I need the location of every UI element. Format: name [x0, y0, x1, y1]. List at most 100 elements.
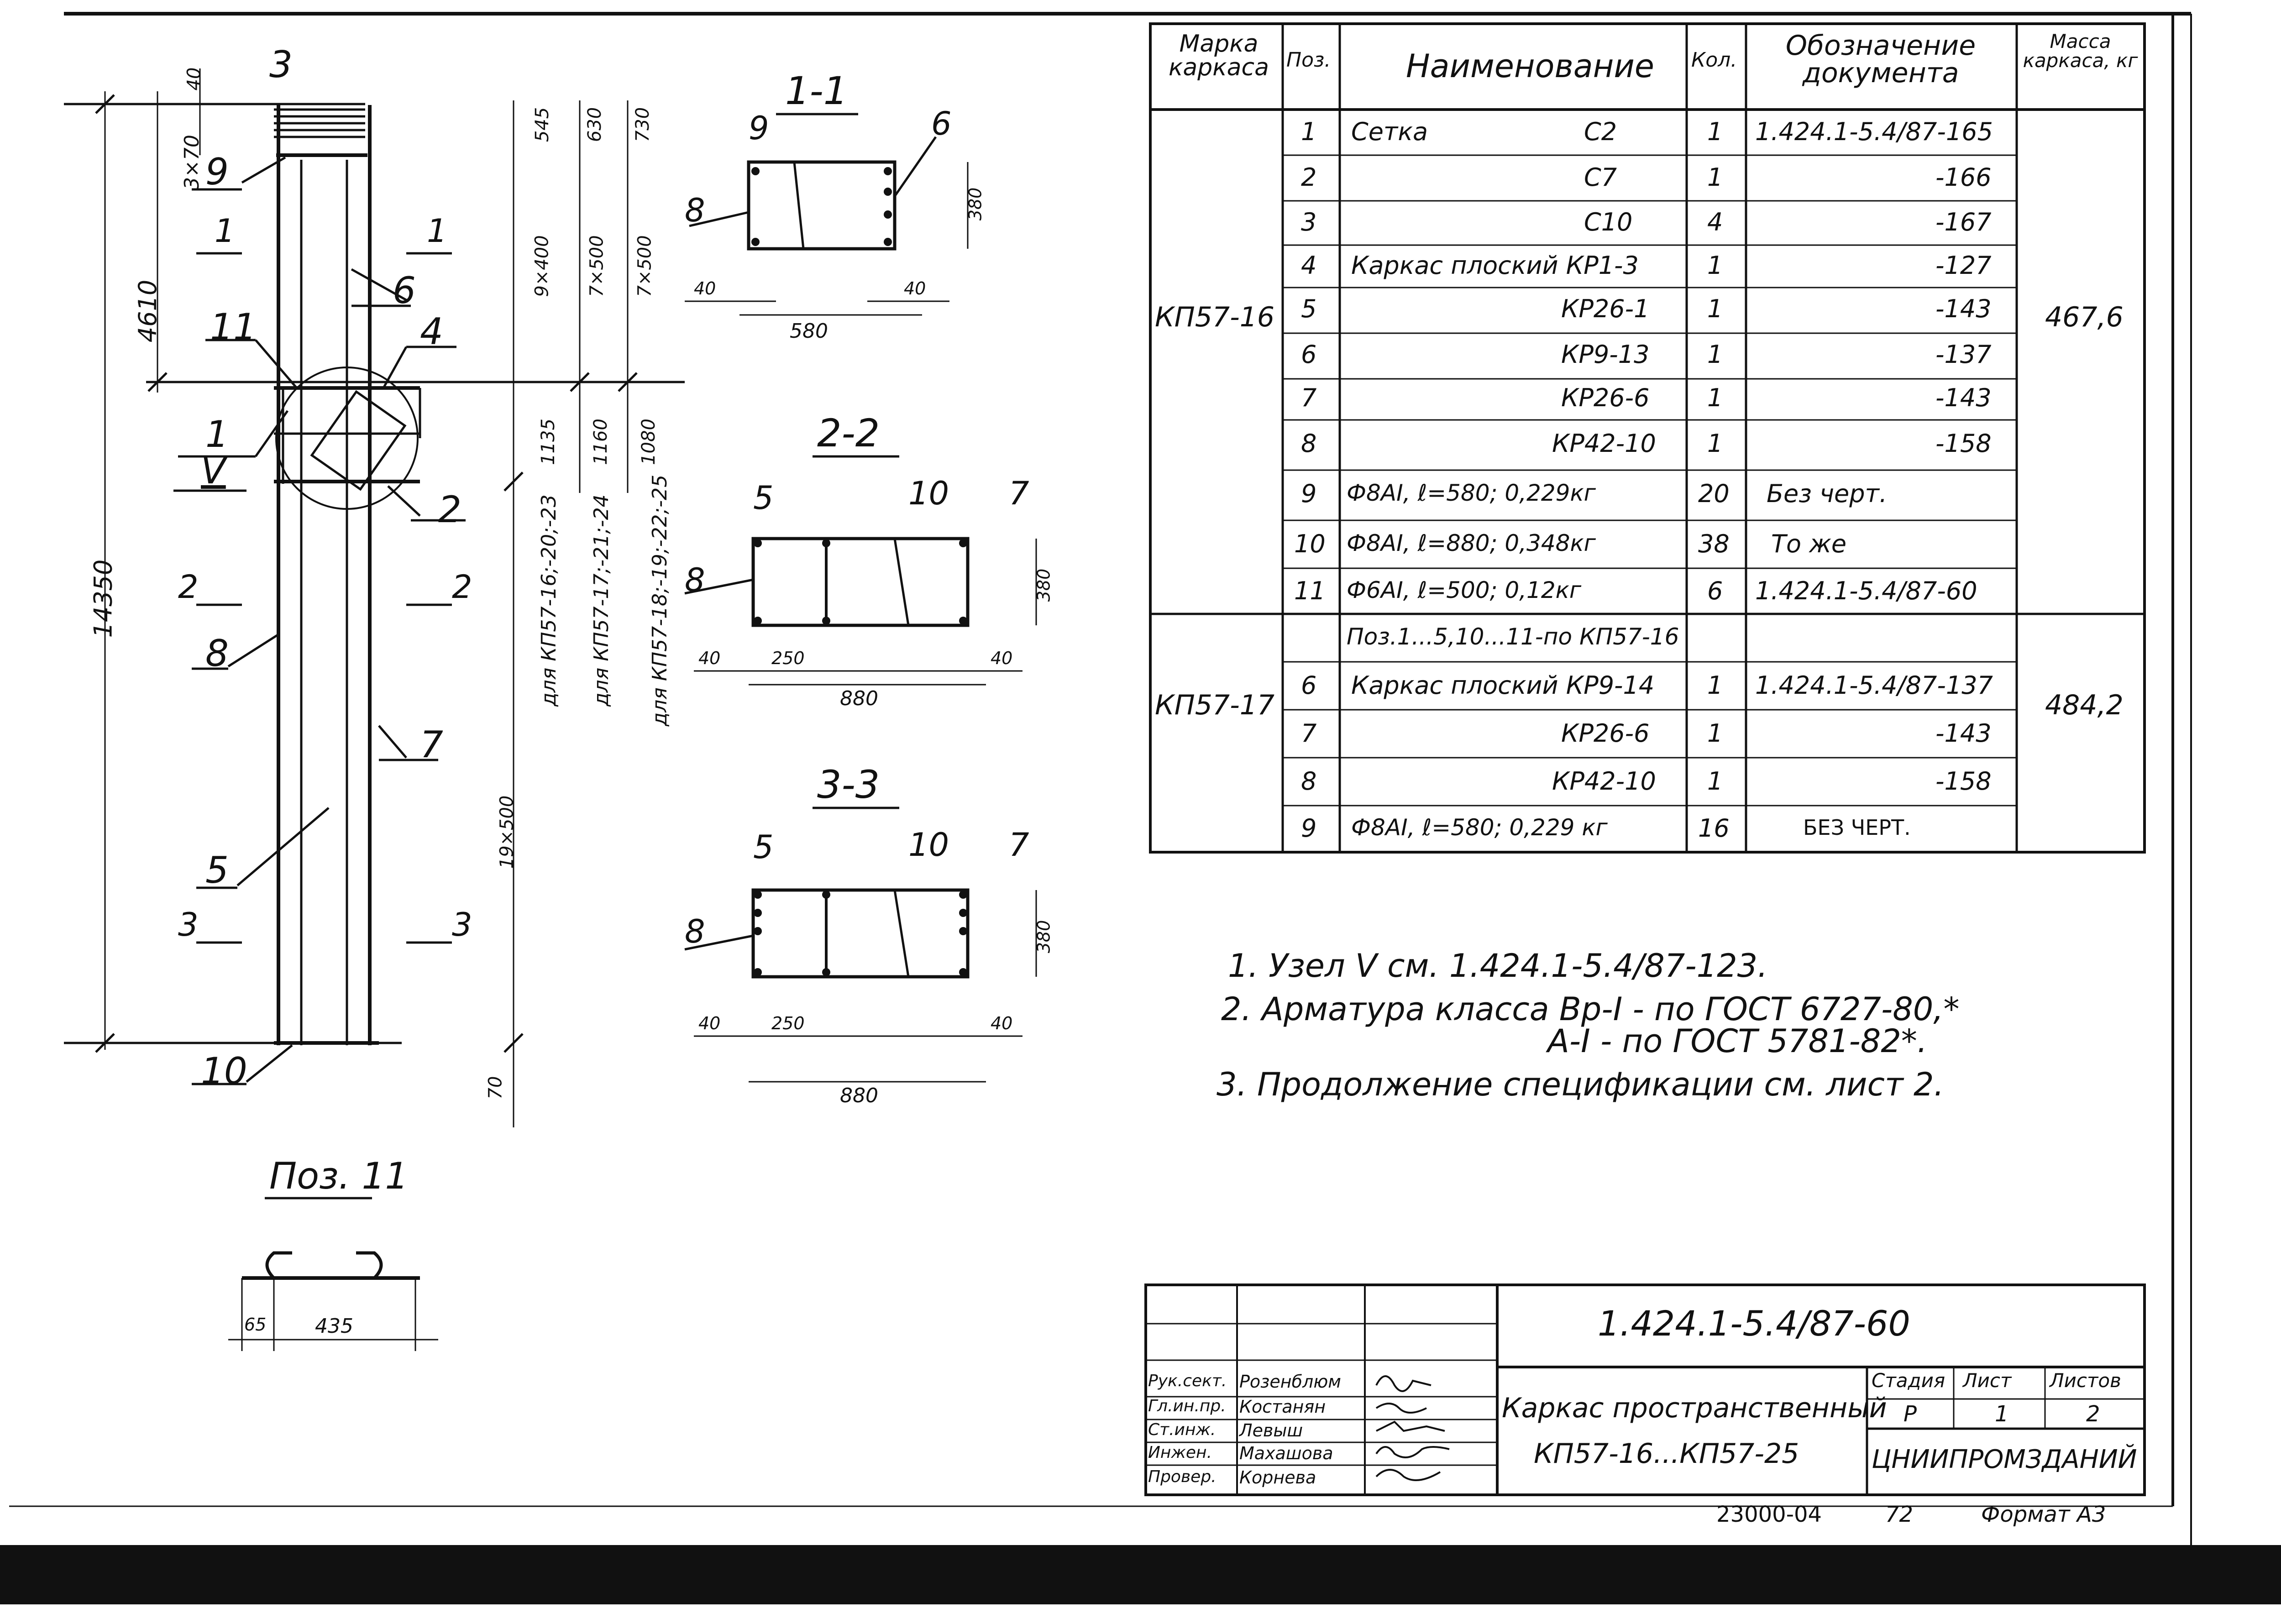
row-name: Ф8АI, ℓ=580; 0,229 кг	[1351, 814, 1608, 841]
section-2-2-label-8: 8	[685, 561, 705, 599]
row-sub: КР42-10	[1552, 429, 1656, 458]
label-pos-1: 1	[205, 413, 229, 456]
row-pos: 8	[1301, 767, 1317, 796]
row-name: Каркас плоский КР1-3	[1351, 251, 1639, 280]
row-sub: КР42-10	[1552, 767, 1656, 796]
row-name: Ф8АI, ℓ=580; 0,229кг	[1347, 480, 1596, 506]
dim-19x500: 19×500	[496, 795, 518, 869]
row-pos: 11	[1294, 576, 1326, 605]
section-2-2-dim-250: 250	[771, 648, 805, 668]
row-qty: 4	[1707, 208, 1723, 236]
row-sub: С7	[1584, 163, 1617, 192]
row-qty: 38	[1698, 529, 1730, 558]
section-2-2-dim-40-left: 40	[698, 648, 721, 668]
section-mark-1-right: 1	[427, 212, 447, 250]
row-doc: -158	[1935, 429, 1992, 458]
section-3-3-title: 3-3	[817, 762, 880, 807]
label-pos-3: 3	[269, 43, 293, 86]
row-pos: 9	[1301, 814, 1317, 843]
label-node-v: V	[201, 450, 226, 492]
staff-name: Корнева	[1239, 1467, 1316, 1488]
staff-role: Рук.сект.	[1148, 1372, 1227, 1390]
section-mark-2-right: 2	[452, 568, 472, 606]
group2-mass: 484,2	[2045, 689, 2124, 721]
row-pos: 6	[1301, 671, 1317, 700]
row-pos: 2	[1301, 163, 1317, 192]
label-pos-6: 6	[393, 269, 416, 312]
section-1-1-dim-380: 380	[965, 187, 986, 221]
section-3-3-dim-250: 250	[771, 1013, 805, 1033]
staff-role: Ст.инж.	[1148, 1420, 1216, 1439]
row-qty: 1	[1707, 767, 1723, 796]
row-doc: БЕЗ ЧЕРТ.	[1803, 815, 1911, 840]
header-qty: Кол.	[1691, 48, 1737, 72]
variant-label-2: для КП57-17;-21;-24	[589, 494, 613, 707]
sheet-label: Лист	[1963, 1369, 2012, 1392]
section-2-2-label-10: 10	[908, 475, 949, 512]
row-qty: 1	[1707, 719, 1723, 748]
section-2-2-dim-380: 380	[1033, 568, 1054, 602]
section-1-1-label-9: 9	[749, 110, 769, 147]
sheet-value: 1	[1995, 1401, 2009, 1427]
section-mark-3-left: 3	[178, 906, 199, 943]
document-title-line2: КП57-16...КП57-25	[1534, 1438, 1799, 1470]
section-3-3-dim-380: 380	[1033, 920, 1054, 953]
staff-role: Провер.	[1148, 1467, 1217, 1486]
row-sub: КР26-6	[1561, 719, 1650, 748]
row-sub: КР9-13	[1561, 340, 1650, 369]
row-qty: 1	[1707, 117, 1723, 146]
row-sub: С10	[1584, 208, 1633, 236]
section-1-1-label-8: 8	[685, 192, 705, 229]
row-sub: С2	[1584, 117, 1617, 146]
format-label: Формат А3	[1981, 1502, 2106, 1527]
section-mark-2-left: 2	[178, 568, 199, 606]
row-doc: -167	[1935, 208, 1992, 236]
variant-label-3: для КП57-18;-19;-22;-25	[648, 474, 672, 727]
section-2-2-dim-40-right: 40	[991, 648, 1013, 668]
dim-730: 730	[632, 107, 654, 142]
row-qty: 1	[1707, 383, 1723, 412]
stage-value: Р	[1903, 1401, 1917, 1427]
group1-mass: 467,6	[2045, 301, 2124, 333]
header-marka: Марка каркаса	[1168, 30, 1269, 81]
header-mass: Масса каркаса, кг	[2023, 30, 2138, 72]
organization-name: ЦНИИПРОМЗДАНИЙ	[1872, 1445, 2137, 1474]
row-pos: 7	[1301, 383, 1317, 412]
dim-14350: 14350	[89, 559, 118, 638]
row-doc: -166	[1935, 163, 1992, 192]
note-2: 2. Арматура класса Вр-I - по ГОСТ 6727-8…	[1221, 990, 1960, 1028]
section-1-1-dim-40-right: 40	[904, 278, 926, 299]
section-3-3-dim-40-left: 40	[698, 1013, 721, 1033]
dim-630: 630	[584, 107, 606, 142]
section-mark-1-left: 1	[215, 212, 235, 250]
row-qty: 20	[1698, 479, 1730, 508]
sheets-value: 2	[2086, 1401, 2100, 1427]
section-1-1-label-6: 6	[931, 105, 952, 142]
row-sub: КР26-6	[1561, 383, 1650, 412]
row-qty: 16	[1698, 814, 1730, 843]
group2-marka: КП57-17	[1155, 689, 1275, 721]
section-3-3-dim-880: 880	[840, 1084, 878, 1107]
row-qty: 1	[1707, 671, 1723, 700]
section-1-1-title: 1-1	[785, 68, 848, 113]
pos11-title: Поз. 11	[269, 1155, 409, 1197]
variant-label-1: для КП57-16;-20;-23	[537, 494, 561, 707]
section-mark-3-right: 3	[452, 906, 472, 943]
dim-4610: 4610	[133, 279, 163, 343]
dim-9x400: 9×400	[531, 235, 553, 297]
label-pos-11: 11	[210, 306, 257, 348]
label-pos-5: 5	[205, 849, 229, 891]
pos11-dim-65: 65	[244, 1315, 267, 1335]
label-pos-9: 9	[205, 151, 229, 193]
section-1-1-dim-580: 580	[790, 320, 828, 343]
staff-role: Инжен.	[1148, 1443, 1212, 1462]
row-doc: 1.424.1-5.4/87-165	[1755, 117, 1993, 146]
row-doc: -127	[1935, 251, 1992, 280]
header-pos: Поз.	[1286, 48, 1331, 72]
staff-name: Левыш	[1239, 1420, 1303, 1441]
row-name: Ф8АI, ℓ=880; 0,348кг	[1347, 530, 1596, 556]
note-1: 1. Узел V см. 1.424.1-5.4/87-123.	[1228, 947, 1768, 985]
row-qty: 1	[1707, 251, 1723, 280]
section-3-3-label-5: 5	[753, 828, 774, 866]
